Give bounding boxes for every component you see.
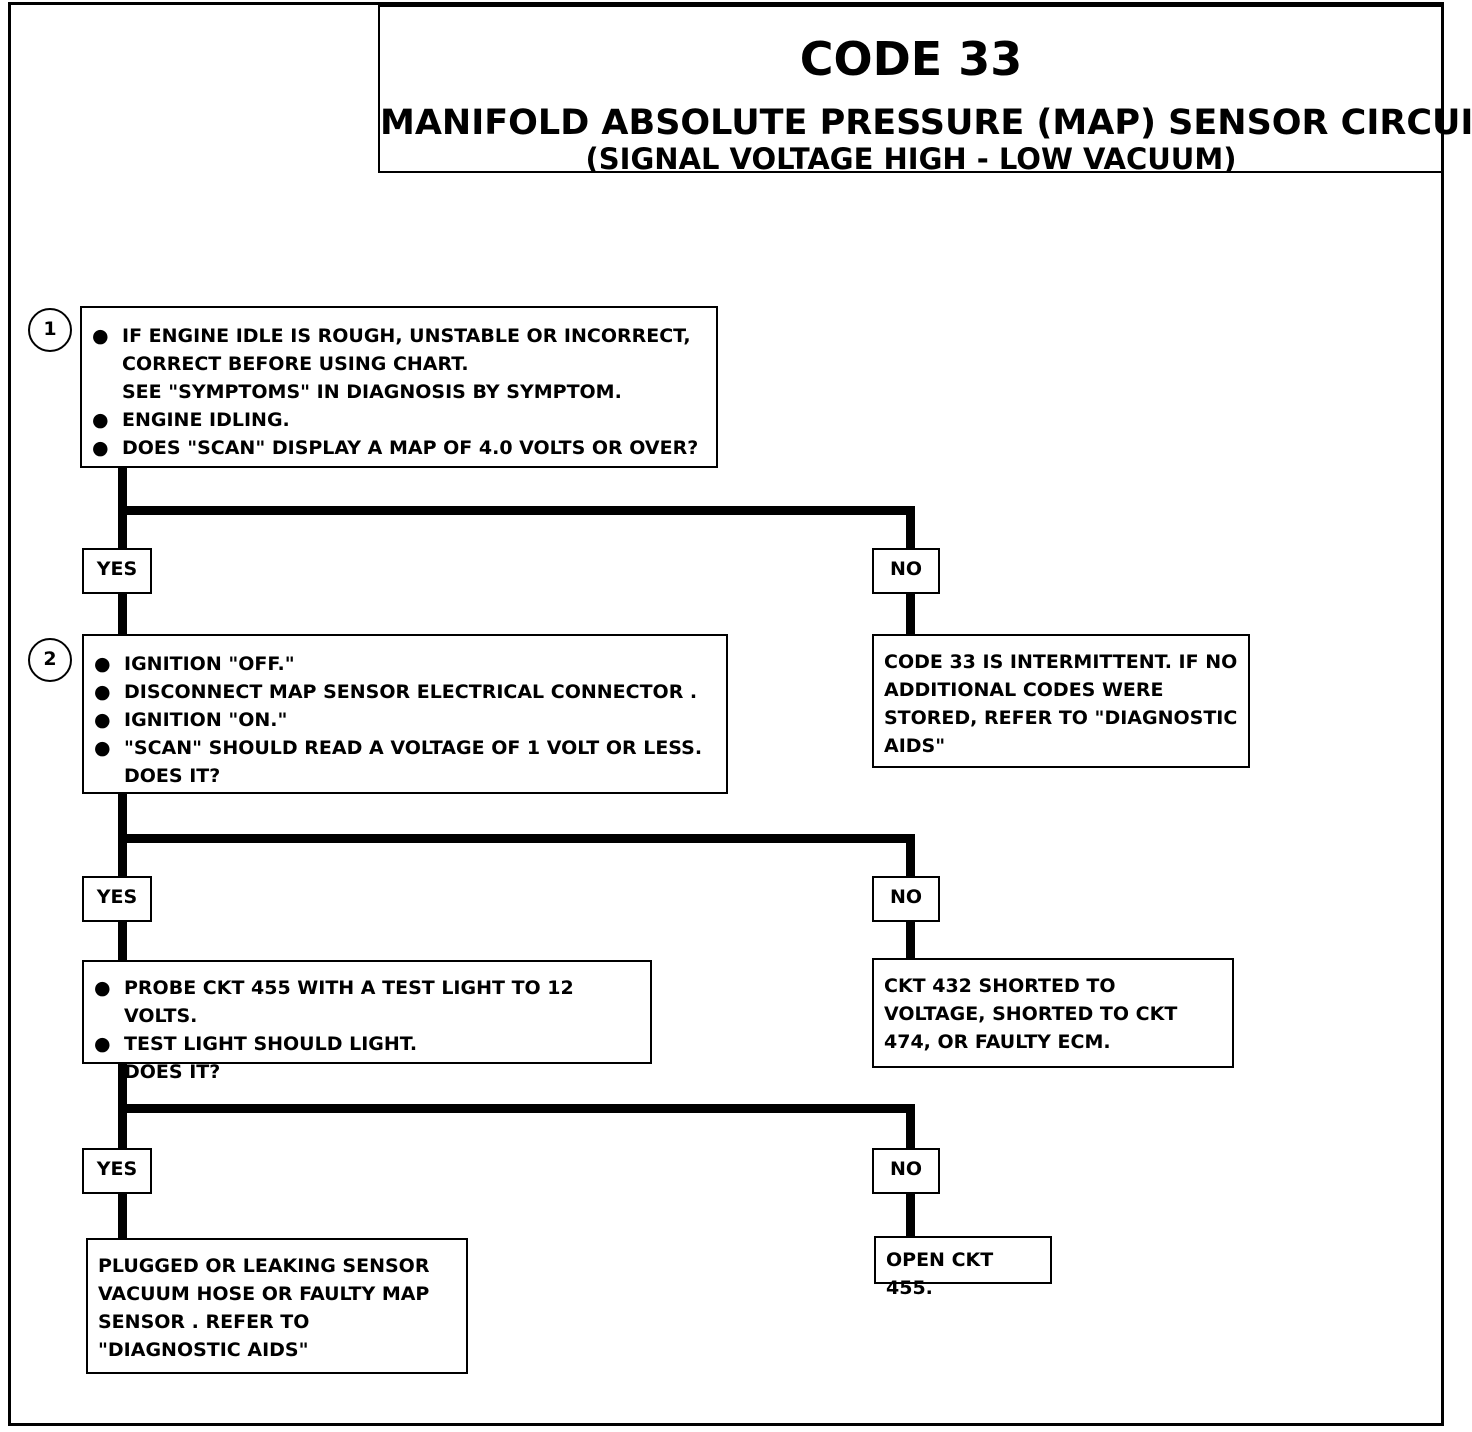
connector-line xyxy=(118,922,127,962)
yes-label: YES xyxy=(82,876,152,922)
result-open: OPEN CKT 455. xyxy=(874,1236,1052,1299)
code-number: CODE 33 xyxy=(799,32,1023,86)
outer-frame xyxy=(8,2,1444,1426)
chart-header: CODE 33 MANIFOLD ABSOLUTE PRESSURE (MAP)… xyxy=(378,5,1472,176)
connector-line xyxy=(906,1192,915,1238)
step3-box: ●PROBE CKT 455 WITH A TEST LIGHT TO 12 V… xyxy=(82,960,652,1083)
result-plugged: PLUGGED OR LEAKING SENSOR VACUUM HOSE OR… xyxy=(86,1238,468,1374)
result-intermittent: CODE 33 IS INTERMITTENT. IF NO ADDITIONA… xyxy=(872,634,1250,768)
no-label: NO xyxy=(872,1148,940,1194)
connector-line xyxy=(906,922,915,962)
no-label: NO xyxy=(872,548,940,594)
step-number-1: 1 xyxy=(28,308,72,352)
step2-item: ●IGNITION "ON." xyxy=(94,709,288,731)
yes-label: YES xyxy=(82,548,152,594)
step1-item: ●IF ENGINE IDLE IS ROUGH, UNSTABLE OR IN… xyxy=(92,325,691,403)
connector-line xyxy=(118,1104,915,1113)
step2-item: ●IGNITION "OFF." xyxy=(94,653,295,675)
step1-box: ●IF ENGINE IDLE IS ROUGH, UNSTABLE OR IN… xyxy=(80,306,718,468)
no-label: NO xyxy=(872,876,940,922)
yes-label: YES xyxy=(82,1148,152,1194)
result-shorted: CKT 432 SHORTED TO VOLTAGE, SHORTED TO C… xyxy=(872,958,1234,1068)
connector-line xyxy=(906,834,915,878)
chart-title: MANIFOLD ABSOLUTE PRESSURE (MAP) SENSOR … xyxy=(380,103,1472,143)
connector-line xyxy=(118,1192,127,1240)
connector-line xyxy=(118,506,915,515)
connector-line xyxy=(118,594,127,636)
connector-line xyxy=(906,1104,915,1150)
step1-item: ●DOES "SCAN" DISPLAY A MAP OF 4.0 VOLTS … xyxy=(92,437,699,459)
step3-item: ●TEST LIGHT SHOULD LIGHT.DOES IT? xyxy=(94,1033,418,1083)
step1-item: ●ENGINE IDLING. xyxy=(92,409,290,431)
step2-item: ●DISCONNECT MAP SENSOR ELECTRICAL CONNEC… xyxy=(94,681,698,703)
step2-item: ●"SCAN" SHOULD READ A VOLTAGE OF 1 VOLT … xyxy=(94,737,703,787)
connector-line xyxy=(118,834,915,843)
step2-box: ●IGNITION "OFF." ●DISCONNECT MAP SENSOR … xyxy=(82,634,728,794)
connector-line xyxy=(906,506,915,550)
connector-line xyxy=(906,594,915,636)
chart-subtitle: (SIGNAL VOLTAGE HIGH - LOW VACUUM) xyxy=(585,142,1237,176)
step3-item: ●PROBE CKT 455 WITH A TEST LIGHT TO 12 V… xyxy=(94,977,574,1027)
step-number-2: 2 xyxy=(28,638,72,682)
